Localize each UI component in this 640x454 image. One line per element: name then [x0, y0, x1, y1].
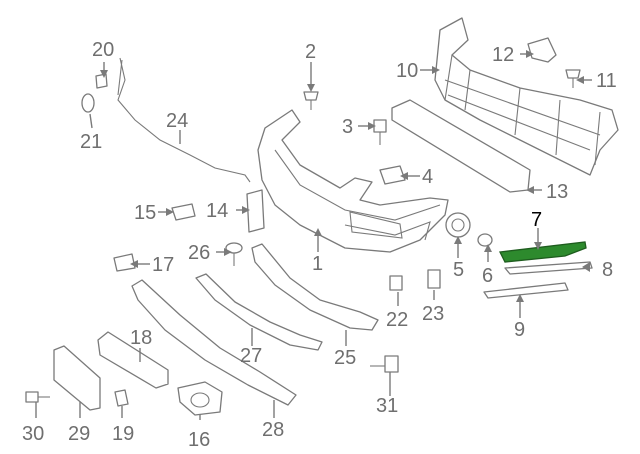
callout-13: 13	[546, 181, 568, 203]
callout-25: 25	[334, 347, 356, 369]
part-10-frame	[434, 17, 619, 176]
callout-7: 7	[531, 209, 542, 231]
callout-labels: 1 2 3 4 5 6 7 8 9 10 11 12 13 14 15 16 1…	[22, 39, 617, 451]
callout-3: 3	[342, 116, 353, 138]
part-8-strip	[504, 261, 593, 275]
part-3-bolt	[373, 119, 387, 145]
callout-15: 15	[134, 202, 156, 224]
callout-14: 14	[206, 200, 228, 222]
callout-8: 8	[602, 259, 613, 281]
part-1-bumper-cover	[257, 109, 449, 253]
callout-30: 30	[22, 423, 44, 445]
part-23-cap	[427, 269, 441, 289]
callout-27: 27	[240, 345, 262, 367]
part-17-sensor	[113, 253, 136, 272]
part-11-screw	[565, 69, 581, 88]
callout-22: 22	[386, 309, 408, 331]
callout-16: 16	[188, 429, 210, 451]
part-31-bolt	[370, 355, 399, 373]
part-7-highlighted-strip	[499, 241, 587, 263]
callout-1: 1	[312, 253, 323, 275]
callout-9: 9	[514, 319, 525, 341]
part-20-sensor	[95, 73, 108, 89]
callout-2: 2	[305, 41, 316, 63]
part-27-under-spoiler	[195, 273, 323, 351]
part-28-splash-shield	[131, 279, 297, 406]
part-19-clip	[114, 389, 129, 407]
leader-lines	[35, 50, 592, 420]
part-15-clip	[171, 203, 196, 221]
callout-17: 17	[152, 254, 174, 276]
callout-12: 12	[492, 44, 514, 66]
part-30-bolt	[25, 391, 50, 403]
part-12-bracket	[527, 37, 557, 63]
callout-11: 11	[596, 70, 617, 92]
callout-19: 19	[112, 423, 134, 445]
part-9-strip	[483, 282, 569, 299]
callout-18: 18	[130, 327, 152, 349]
callout-21: 21	[80, 131, 102, 153]
callout-28: 28	[262, 419, 284, 441]
part-5-fog-lamp	[445, 212, 471, 238]
part-29-license-plate	[53, 345, 101, 411]
part-22-clip	[389, 275, 403, 291]
part-24-wire-harness	[117, 57, 251, 183]
callout-31: 31	[376, 395, 398, 417]
callout-23: 23	[422, 303, 444, 325]
callout-24: 24	[166, 110, 188, 132]
part-21-sensor-ring	[81, 93, 95, 113]
part-4-bracket	[379, 165, 406, 185]
part-16-cover	[177, 381, 223, 416]
part-26-pushpin	[225, 242, 243, 266]
callout-4: 4	[422, 166, 433, 188]
part-25-lower-trim	[251, 243, 379, 331]
part-6-grommet	[477, 233, 493, 247]
callout-29: 29	[68, 423, 90, 445]
part-14-bracket	[246, 189, 265, 233]
callout-20: 20	[92, 39, 114, 61]
part-18-bracket	[97, 331, 169, 389]
callout-10: 10	[396, 60, 418, 82]
callout-6: 6	[482, 265, 493, 287]
callout-26: 26	[188, 242, 210, 264]
callout-5: 5	[453, 259, 464, 281]
part-2-screw	[303, 91, 319, 110]
